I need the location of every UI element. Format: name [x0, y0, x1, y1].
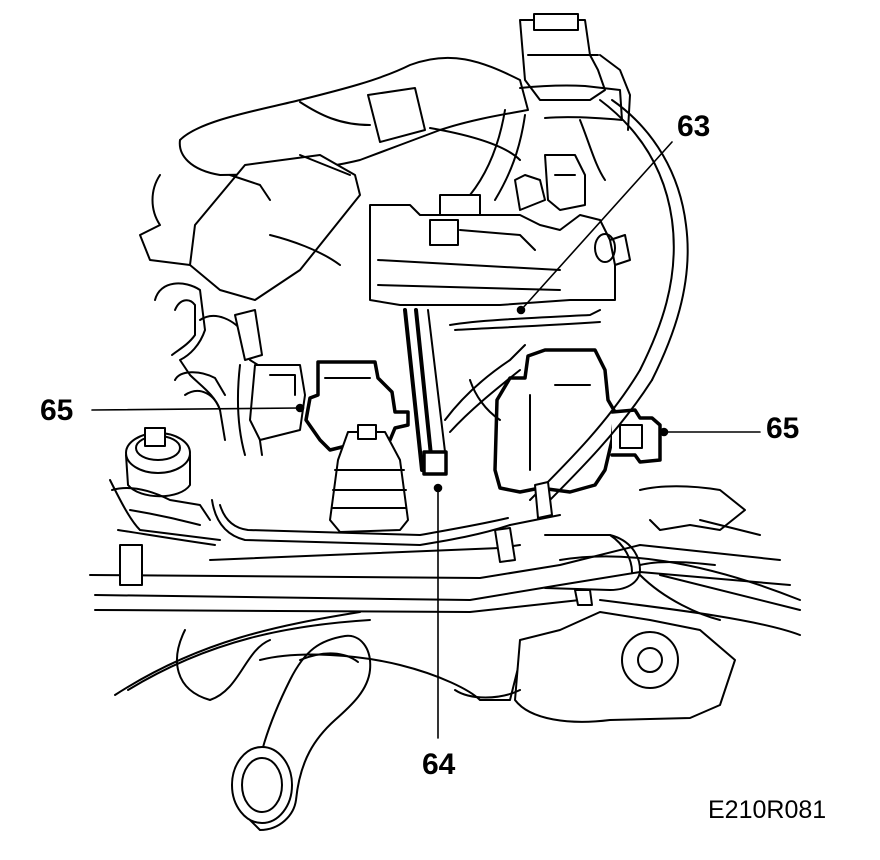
cylinder-head [369, 119, 616, 306]
figure-reference: E210R081 [708, 796, 827, 824]
lower-subframe [176, 611, 736, 723]
frame-rails [89, 544, 801, 696]
leader-65-right-dot [659, 427, 669, 437]
lower-left-bracket [111, 487, 593, 606]
top-reservoir [519, 13, 631, 131]
leader-lines [91, 141, 761, 739]
leader-64-dot [433, 483, 443, 493]
right-valve-housing [493, 348, 662, 494]
callout-64: 64 [422, 748, 456, 781]
center-mount [329, 424, 409, 533]
leader-63-dot [516, 305, 526, 315]
callout-63: 63 [677, 110, 711, 143]
left-valve-housing [249, 360, 410, 452]
vertical-harness [403, 308, 448, 476]
upper-hose-assembly [178, 56, 623, 201]
left-air-box [139, 154, 361, 301]
right-bracket [639, 485, 761, 536]
lower-pipe-run [209, 481, 721, 621]
leader-63 [520, 141, 673, 311]
left-coolant-hoses [154, 282, 263, 456]
callout-65-right: 65 [766, 412, 800, 445]
callout-65-left: 65 [40, 394, 74, 427]
intake-pipe-lower [231, 634, 372, 831]
leader-65-left [91, 407, 301, 411]
leader-65-left-dot [295, 403, 305, 413]
left-filler-cap [109, 427, 221, 541]
